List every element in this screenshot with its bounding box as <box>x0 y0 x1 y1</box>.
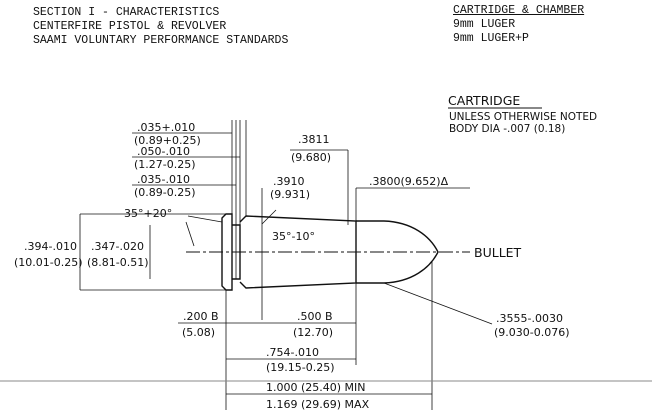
dim-base-length-metric: (5.08) <box>182 326 215 339</box>
drawing-note: UNLESS OTHERWISE NOTED <box>449 111 597 123</box>
dim-body-length-metric: (12.70) <box>293 326 333 339</box>
extension-lines <box>231 120 247 225</box>
dim-bullet-dia-metric: (9.030-0.076) <box>494 326 570 339</box>
dim-groove-dia-metric: (9.931) <box>270 188 310 201</box>
drawing-title: CARTRIDGE <box>448 93 520 108</box>
dim-groove-dia-2: .347-.020 <box>91 240 144 253</box>
dim-case-length-metric: (19.15-0.25) <box>266 361 335 374</box>
dim-extractor-groove: .050-.010 <box>137 145 190 158</box>
dim-rim-thickness: .035+.010 <box>137 121 195 134</box>
dim-oal-max: 1.169 (29.69) MAX <box>266 398 370 411</box>
cartridge-name: 9mm LUGER+P <box>453 32 529 45</box>
dim-groove-dia: .3910 <box>273 175 305 188</box>
dim-bevel: .035-.010 <box>137 173 190 186</box>
dim-base-length: .200 B <box>183 310 219 323</box>
dim-case-base-dia-metric: (9.680) <box>291 151 331 164</box>
dim-rim-thickness-metric: (0.89+0.25) <box>134 134 201 147</box>
dim-case-base-dia: .3811 <box>298 133 330 146</box>
dim-extractor-groove-metric: (1.27-0.25) <box>134 158 196 171</box>
dim-rim-angle: 35°+20° <box>124 207 172 220</box>
dim-groove-angle: 35°-10° <box>272 230 315 243</box>
dim-body-length: .500 B <box>297 310 333 323</box>
dim-rim-dia: .394-.010 <box>24 240 77 253</box>
dim-oal-min: 1.000 (25.40) MIN <box>266 381 366 394</box>
dim-rim-dia-metric: (10.01-0.25) <box>14 256 83 269</box>
header-title: CARTRIDGE & CHAMBER <box>453 4 585 17</box>
cartridge-name: 9mm LUGER <box>453 18 516 31</box>
dim-bullet-dia: .3555-.0030 <box>496 312 563 325</box>
dim-case-mouth-dia: .3800(9.652)Δ <box>369 175 449 188</box>
dim-bevel-metric: (0.89-0.25) <box>134 186 196 199</box>
bullet-label: BULLET <box>474 245 522 260</box>
drawing-note: BODY DIA -.007 (0.18) <box>449 123 565 135</box>
header-line: SAAMI VOLUNTARY PERFORMANCE STANDARDS <box>33 34 289 47</box>
section-header: SECTION I - CHARACTERISTICS CENTERFIRE P… <box>33 6 288 48</box>
dim-case-length: .754-.010 <box>266 346 319 359</box>
dim-groove-dia-2-metric: (8.81-0.51) <box>87 256 149 269</box>
cartridge-chamber-header: CARTRIDGE & CHAMBER 9mm LUGER 9mm LUGER+… <box>453 4 584 46</box>
header-line: CENTERFIRE PISTOL & REVOLVER <box>33 20 227 33</box>
header-line: SECTION I - CHARACTERISTICS <box>33 6 220 19</box>
